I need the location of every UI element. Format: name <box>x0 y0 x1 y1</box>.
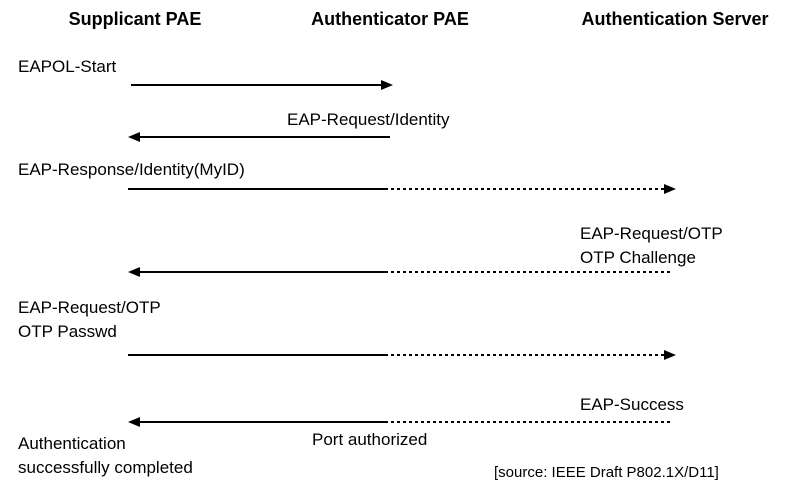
column-header-supplicant-pae: Supplicant PAE <box>68 9 202 29</box>
label-line-2: OTP Passwd <box>18 322 117 341</box>
arrow-otp-passwd <box>128 350 676 360</box>
arrow-eap-response-identity <box>128 184 676 194</box>
label-eap-request-identity: EAP-Request/Identity <box>287 110 450 129</box>
arrow-eapol-start <box>131 80 393 90</box>
arrow-line <box>128 188 385 190</box>
label-line-1: EAP-Request/OTP <box>580 224 723 243</box>
arrow-line <box>138 421 385 423</box>
label-eapol-start: EAPOL-Start <box>18 57 117 76</box>
arrow-line-dotted <box>385 188 664 190</box>
arrow-left-icon <box>128 267 140 277</box>
arrow-line-dotted <box>385 271 672 273</box>
label-eap-request-otp-challenge: EAP-Request/OTP OTP Challenge <box>580 222 723 270</box>
arrow-right-icon <box>381 80 393 90</box>
arrow-line <box>128 354 385 356</box>
label-port-authorized: Port authorized <box>312 430 428 449</box>
arrow-line <box>131 84 383 86</box>
label-auth-completed: Authentication successfully completed <box>18 432 193 480</box>
label-line-1: Authentication <box>18 434 126 453</box>
label-eap-response-identity: EAP-Response/Identity(MyID) <box>18 160 245 179</box>
arrow-right-icon <box>664 350 676 360</box>
arrow-left-icon <box>128 417 140 427</box>
arrow-line <box>138 271 385 273</box>
label-line-2: successfully completed <box>18 458 193 477</box>
label-eap-success: EAP-Success <box>580 395 684 414</box>
column-header-authenticator-pae: Authenticator PAE <box>311 9 469 29</box>
label-eap-otp-passwd: EAP-Request/OTP OTP Passwd <box>18 296 161 344</box>
column-header-authentication-server: Authentication Server <box>581 9 769 29</box>
label-line-1: EAP-Request/OTP <box>18 298 161 317</box>
arrow-line-dotted <box>385 354 664 356</box>
arrow-right-icon <box>664 184 676 194</box>
arrow-line <box>138 136 390 138</box>
arrow-left-icon <box>128 132 140 142</box>
arrow-line-dotted <box>385 421 672 423</box>
arrow-eap-request-identity <box>128 132 390 142</box>
source-citation: [source: IEEE Draft P802.1X/D11] <box>494 464 719 481</box>
arrow-otp-challenge <box>128 267 672 277</box>
label-line-2: OTP Challenge <box>580 248 696 267</box>
arrow-eap-success <box>128 417 672 427</box>
